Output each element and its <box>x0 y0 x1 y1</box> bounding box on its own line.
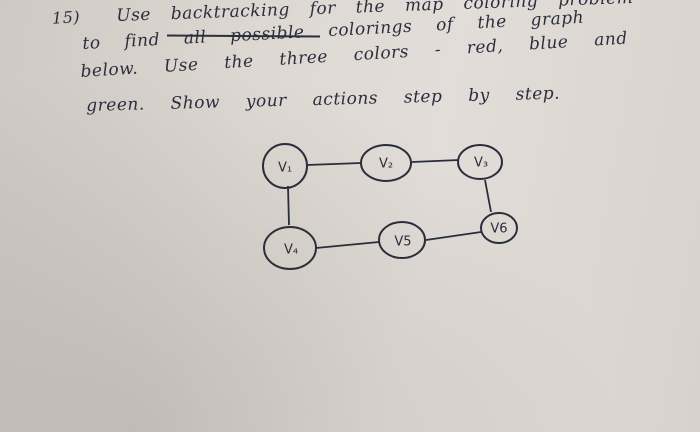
node-v1: V₁ <box>262 143 308 189</box>
node-v3: V₃ <box>457 144 503 180</box>
node-v3-label: V₃ <box>474 156 488 171</box>
edge-v4-v5 <box>315 241 380 249</box>
edge-v3-v6 <box>484 179 492 213</box>
edge-v5-v6 <box>425 231 482 241</box>
node-v2-label: V₂ <box>379 157 393 172</box>
node-v1-label: V₁ <box>278 161 292 176</box>
node-v5-label: V5 <box>394 235 411 250</box>
edge-v2-v3 <box>411 159 460 163</box>
node-v5: V5 <box>378 221 426 259</box>
node-v6: V6 <box>480 212 518 244</box>
node-v6-label: V6 <box>490 222 507 237</box>
node-v4: V₄ <box>263 226 317 270</box>
node-v2: V₂ <box>360 144 412 182</box>
node-v4-label: V₄ <box>284 243 298 258</box>
edge-v1-v4 <box>287 185 290 226</box>
edge-v1-v2 <box>306 162 362 166</box>
